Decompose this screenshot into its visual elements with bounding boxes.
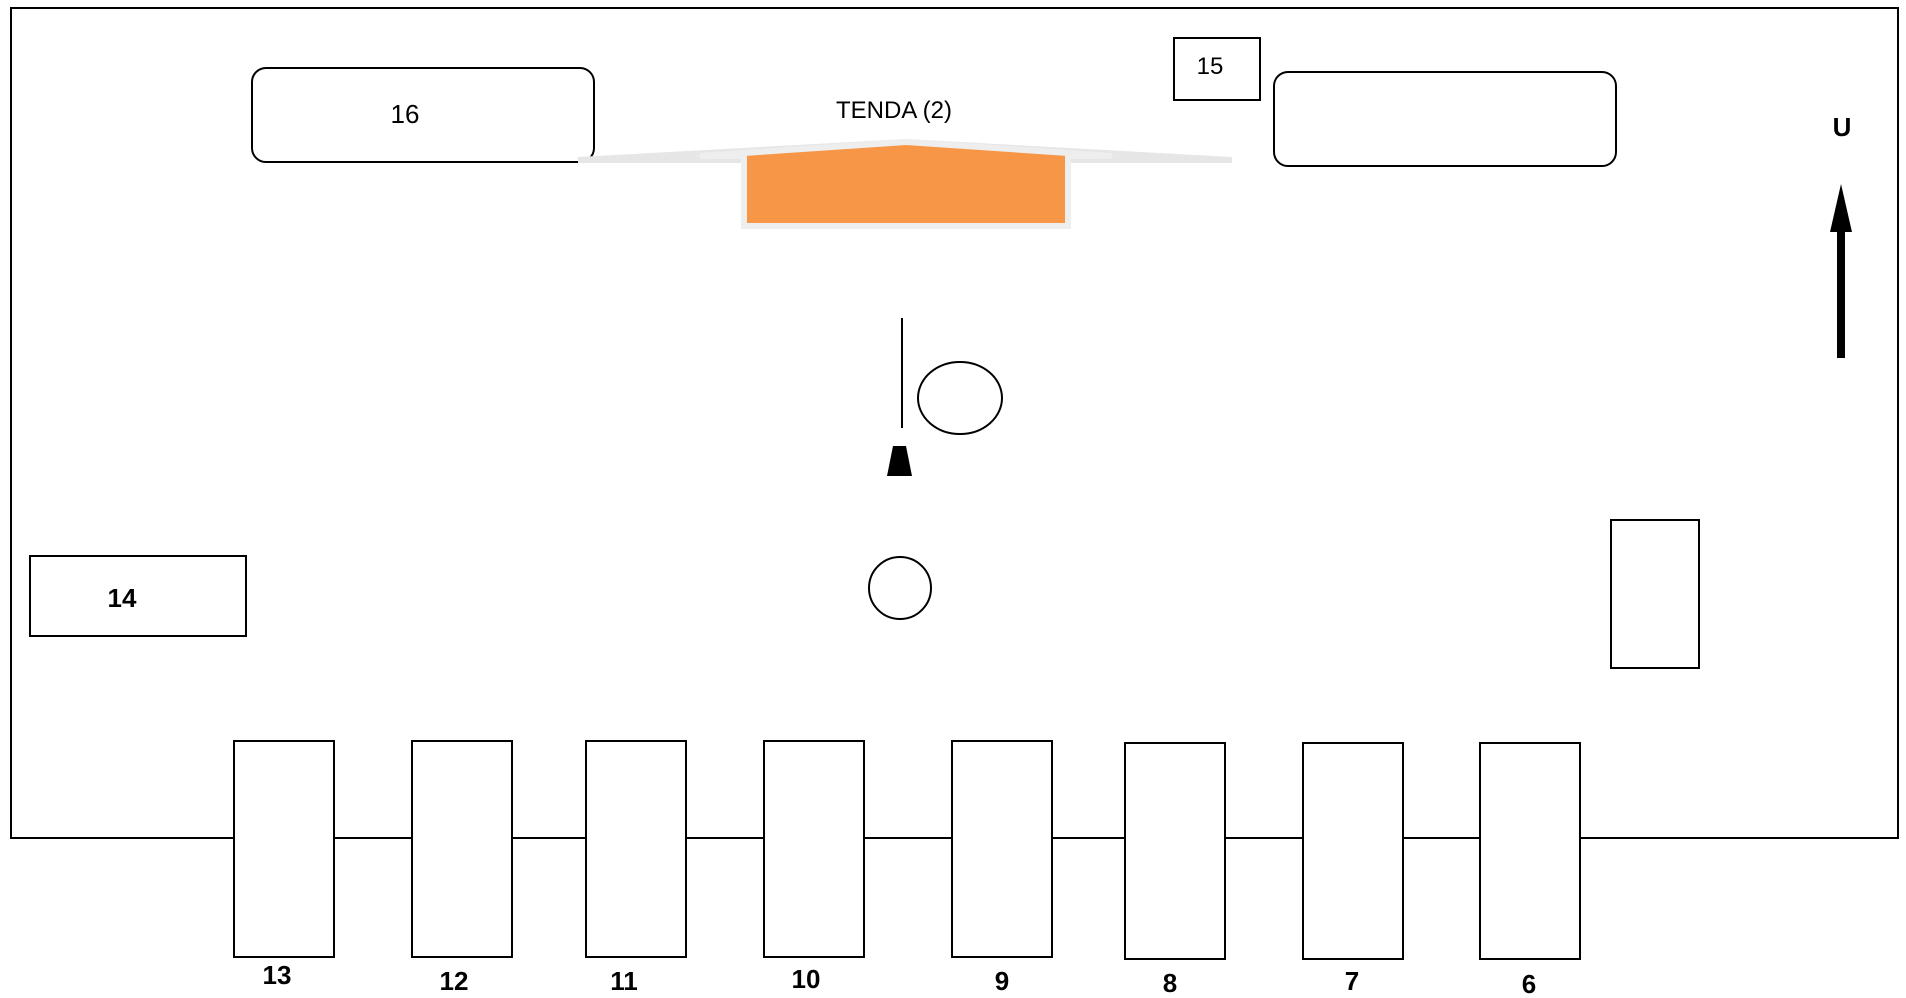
box-right-tall <box>1610 519 1700 669</box>
tent <box>577 138 1233 229</box>
stall-label: 13 <box>263 960 292 990</box>
box-14-label: 14 <box>108 583 137 613</box>
box-15 <box>1173 37 1261 101</box>
circle-small <box>868 556 932 620</box>
box-14 <box>29 555 247 637</box>
north-arrow <box>1830 184 1852 358</box>
stall-6: 6 <box>1479 742 1581 998</box>
circle-large <box>917 361 1003 435</box>
stall-label: 11 <box>610 966 638 996</box>
stall-label: 6 <box>1522 969 1536 998</box>
box-15-label: 15 <box>1197 53 1224 80</box>
stall-12: 12 <box>411 740 513 996</box>
box-16-label: 16 <box>391 99 420 129</box>
tent-label: TENDA (2) <box>836 97 952 124</box>
tent-roof <box>699 138 1113 229</box>
stall-8: 8 <box>1124 742 1226 998</box>
stall-label: 10 <box>792 964 821 994</box>
box-16 <box>251 67 595 163</box>
stall-label: 7 <box>1345 966 1359 996</box>
stall-10: 10 <box>763 740 865 994</box>
stall-label: 12 <box>440 966 469 996</box>
stall-9: 9 <box>951 740 1053 996</box>
stall-13: 13 <box>233 740 335 990</box>
box-unlabeled-right <box>1273 71 1617 167</box>
stall-7: 7 <box>1302 742 1404 996</box>
stall-label: 8 <box>1163 968 1177 998</box>
north-label: U <box>1833 112 1852 142</box>
stall-row: 13 12 11 10 9 8 7 6 <box>233 740 1581 998</box>
trapezoid-marker <box>887 446 912 476</box>
area-boundary <box>10 7 1899 839</box>
stall-label: 9 <box>995 966 1009 996</box>
stall-11: 11 <box>585 740 687 996</box>
